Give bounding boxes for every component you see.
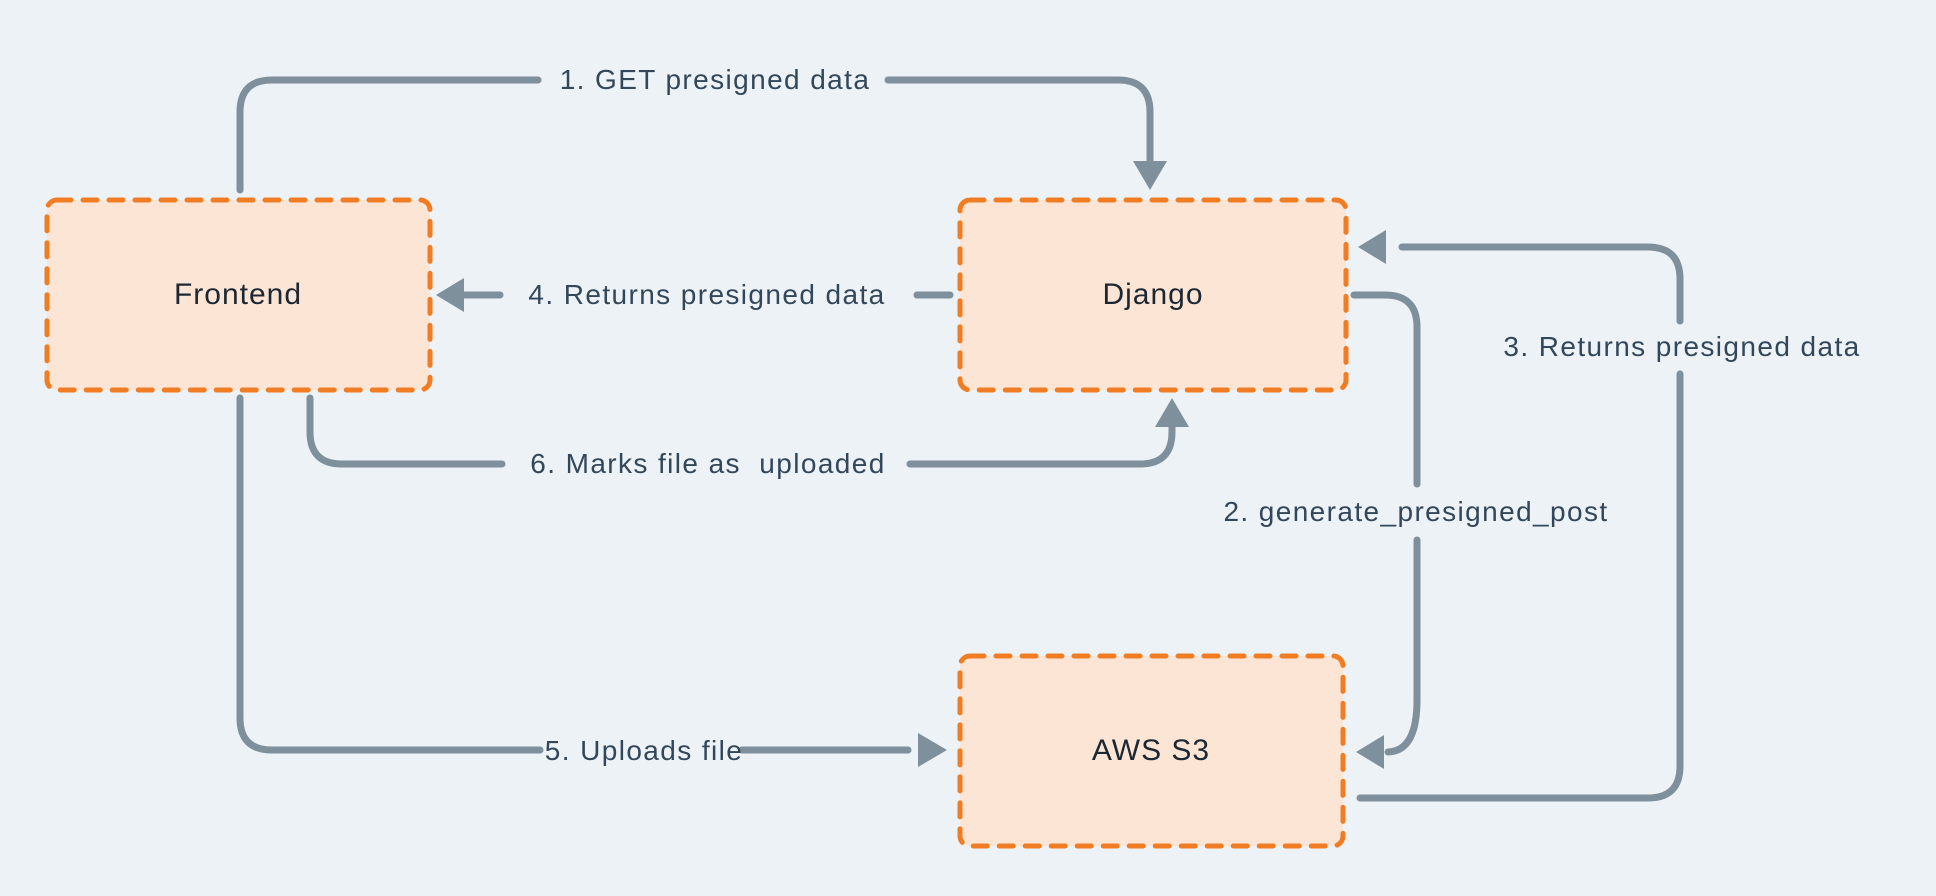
edge-4-label: 4. Returns presigned data <box>528 279 886 310</box>
edge-3-line-top <box>1398 243 1684 325</box>
arrowhead-left-icon <box>436 278 464 312</box>
arrowhead-right-icon <box>918 733 947 767</box>
arrowhead-down-icon <box>1133 161 1167 190</box>
edge-2-line-bottom <box>1384 536 1421 756</box>
node-django-box <box>957 197 1349 393</box>
edge-6-line-right <box>906 420 1176 468</box>
edge-1-label: 1. GET presigned data <box>559 64 871 95</box>
arrowhead-left-icon <box>1358 230 1386 264</box>
node-aws-s3-box <box>957 653 1346 849</box>
edge-6-line-left <box>306 394 506 468</box>
node-django-label: Django <box>1102 278 1204 311</box>
arrowhead-left-icon <box>1356 735 1384 769</box>
edge-2-label: 2. generate_presigned_post <box>1223 496 1609 527</box>
node-frontend-box <box>44 197 433 393</box>
edge-5-line-left <box>236 394 544 754</box>
arrowhead-up-icon <box>1155 398 1189 427</box>
node-frontend-label: Frontend <box>173 278 303 311</box>
edge-5-label: 5. Uploads file <box>544 735 744 766</box>
edge-2-line-top <box>1350 291 1421 488</box>
node-aws-s3-label: AWS S3 <box>1091 734 1211 767</box>
edge-3-label: 3. Returns presigned data <box>1503 331 1861 362</box>
edge-6-label: 6. Marks file as uploaded <box>530 448 886 479</box>
edge-3-line-bottom <box>1356 370 1684 802</box>
edge-1-line-right <box>884 76 1154 170</box>
edge-1-line-left <box>236 76 542 194</box>
